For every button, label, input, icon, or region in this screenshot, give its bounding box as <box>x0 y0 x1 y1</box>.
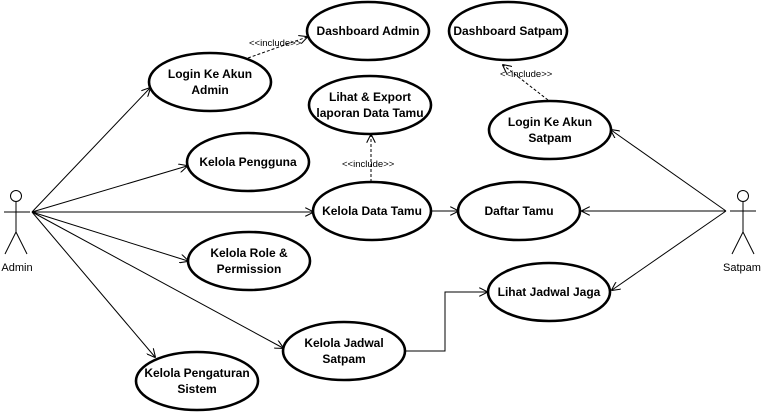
uc-label-line-2: Admin <box>191 83 228 97</box>
actor-head <box>10 190 22 202</box>
uc-dashboard-satpam: Dashboard Satpam <box>447 0 569 62</box>
include-kelola-data-tamu-lihat-export: <<include>> <box>342 135 395 182</box>
uc-lihat-export: Lihat & Export laporan Data Tamu <box>307 74 433 136</box>
assoc-satpam-login <box>611 130 727 212</box>
include-login-satpam-dashboard: <<include>> <box>500 65 553 101</box>
include-arrow <box>503 65 549 101</box>
uc-lihat-jadwal: Lihat Jadwal Jaga <box>486 261 612 323</box>
assoc-admin-login <box>31 88 150 213</box>
actor-label: Satpam <box>723 262 761 274</box>
uc-label-line-2: Satpam <box>528 131 571 145</box>
uc-label: Kelola Data Tamu <box>322 204 422 218</box>
assoc-kelola-jadwal-lihat-jadwal <box>405 292 487 352</box>
uc-label-line-2: Satpam <box>322 352 365 366</box>
actor-legs <box>731 230 755 255</box>
admin-associations <box>31 88 313 357</box>
uc-kelola-jadwal: Kelola Jadwal Satpam <box>281 320 407 382</box>
include-label: <<include>> <box>500 69 553 80</box>
include-login-admin-dashboard: <<include>> <box>247 37 307 59</box>
uc-label-line-1: Lihat & Export <box>329 90 411 104</box>
satpam-associations <box>582 130 727 290</box>
actor-label: Admin <box>1 262 32 274</box>
uc-label-line-1: Login Ke Akun <box>508 115 592 129</box>
uc-label: Dashboard Satpam <box>453 24 562 38</box>
actor-legs <box>4 230 28 255</box>
uc-daftar-tamu: Daftar Tamu <box>456 180 582 242</box>
uc-label-line-2: Sistem <box>177 382 216 396</box>
actor-admin: Admin <box>1 190 33 274</box>
uc-label: Lihat Jadwal Jaga <box>498 285 601 299</box>
assoc-admin-kelola-pengguna <box>31 166 187 213</box>
uc-label-line-1: Kelola Role & <box>210 246 288 260</box>
include-label: <<include>> <box>249 38 302 49</box>
assoc-admin-kelola-pengaturan <box>31 211 155 357</box>
uc-label-line-2: Permission <box>217 262 282 276</box>
uc-label-line-1: Login Ke Akun <box>168 67 252 81</box>
uc-label-line-2: laporan Data Tamu <box>316 106 423 120</box>
uc-label: Kelola Pengguna <box>199 155 297 169</box>
include-label: <<include>> <box>342 159 395 170</box>
uc-label-line-1: Kelola Pengaturan <box>144 366 249 380</box>
include-arrow <box>247 37 307 59</box>
assoc-admin-kelola-jadwal <box>31 211 283 348</box>
actor-head <box>737 190 749 202</box>
uc-login-satpam: Login Ke Akun Satpam <box>487 99 613 161</box>
uc-kelola-role: Kelola Role & Permission <box>186 230 312 292</box>
uc-label: Daftar Tamu <box>484 204 553 218</box>
uc-kelola-pengaturan: Kelola Pengaturan Sistem <box>134 350 260 412</box>
assoc-satpam-lihat-jadwal <box>612 210 727 290</box>
assoc-admin-kelola-role <box>31 211 188 261</box>
uc-kelola-data-tamu: Kelola Data Tamu <box>311 180 433 242</box>
uc-login-admin: Login Ke Akun Admin <box>147 51 273 113</box>
uc-dashboard-admin: Dashboard Admin <box>305 0 431 62</box>
uc-label: Dashboard Admin <box>317 24 420 38</box>
uc-kelola-pengguna: Kelola Pengguna <box>185 131 311 193</box>
actor-satpam: Satpam <box>723 190 761 274</box>
uc-label-line-1: Kelola Jadwal <box>304 336 383 350</box>
